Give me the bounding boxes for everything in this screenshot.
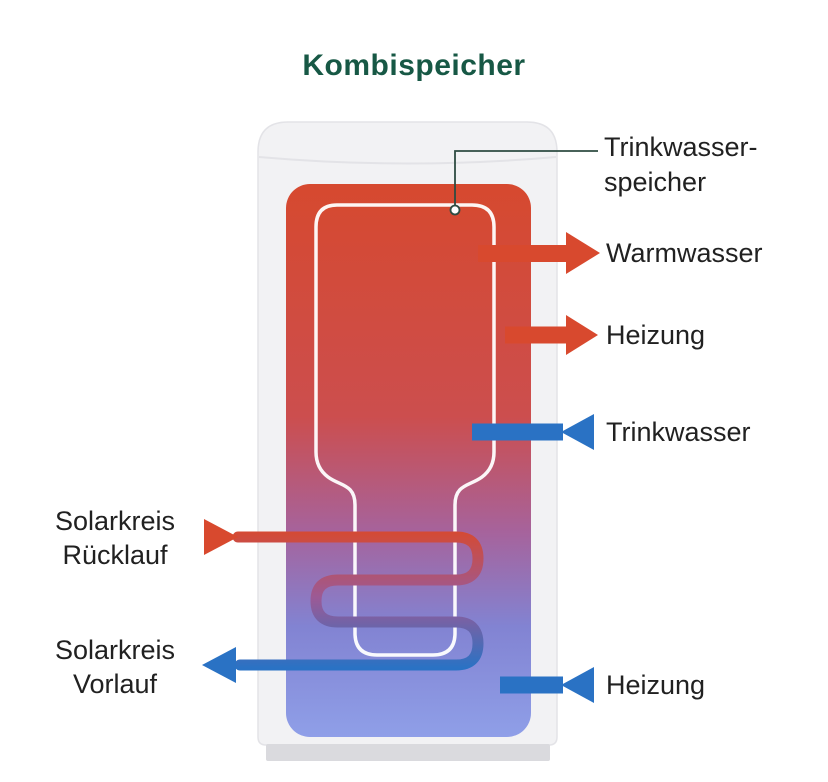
solar-coil-pipe [232,531,484,671]
arrow-shaft [472,423,563,441]
label-line: Solarkreis [54,635,176,665]
label-line: Solarkreis [54,506,176,536]
label-solarkreis-vorlauf: Solarkreis Vorlauf [30,633,200,701]
label-heizung-top: Heizung [606,320,706,350]
label-line: Trinkwasser- [604,132,758,162]
arrow-head [566,315,598,355]
arrow-head [561,667,594,703]
label-trinkwasser: Trinkwasser [606,417,751,447]
label-heizung-bottom: Heizung [606,670,706,700]
trinkwasser-arrow [472,414,594,450]
pointer-line [454,150,598,205]
page-title: Kombispeicher [302,49,526,82]
arrow-shaft [505,326,566,344]
label-line: speicher [604,167,707,197]
pointer-dot [449,204,461,216]
tank-lid-seam [258,156,557,165]
arrow-head [561,414,594,450]
trinkwasserspeicher-outline [314,203,496,657]
tank-base [266,744,550,761]
label-line: Rücklauf [62,540,168,570]
solarkreis-vorlauf-arrowhead [202,647,236,683]
arrow-shaft [478,245,566,262]
arrow-head [566,232,600,274]
thermal-gradient-body [286,184,531,737]
warmwasser-arrow [478,232,600,274]
solarkreis-ruecklauf-arrowhead [204,519,238,555]
heizung-bottom-arrow [500,667,594,703]
label-solarkreis-ruecklauf: Solarkreis Rücklauf [30,504,200,572]
label-warmwasser: Warmwasser [606,238,763,268]
label-line: Vorlauf [72,669,158,699]
label-trinkwasserspeicher: Trinkwasser- speicher [604,130,758,200]
arrow-shaft [500,676,563,694]
heizung-top-arrow [505,315,598,355]
